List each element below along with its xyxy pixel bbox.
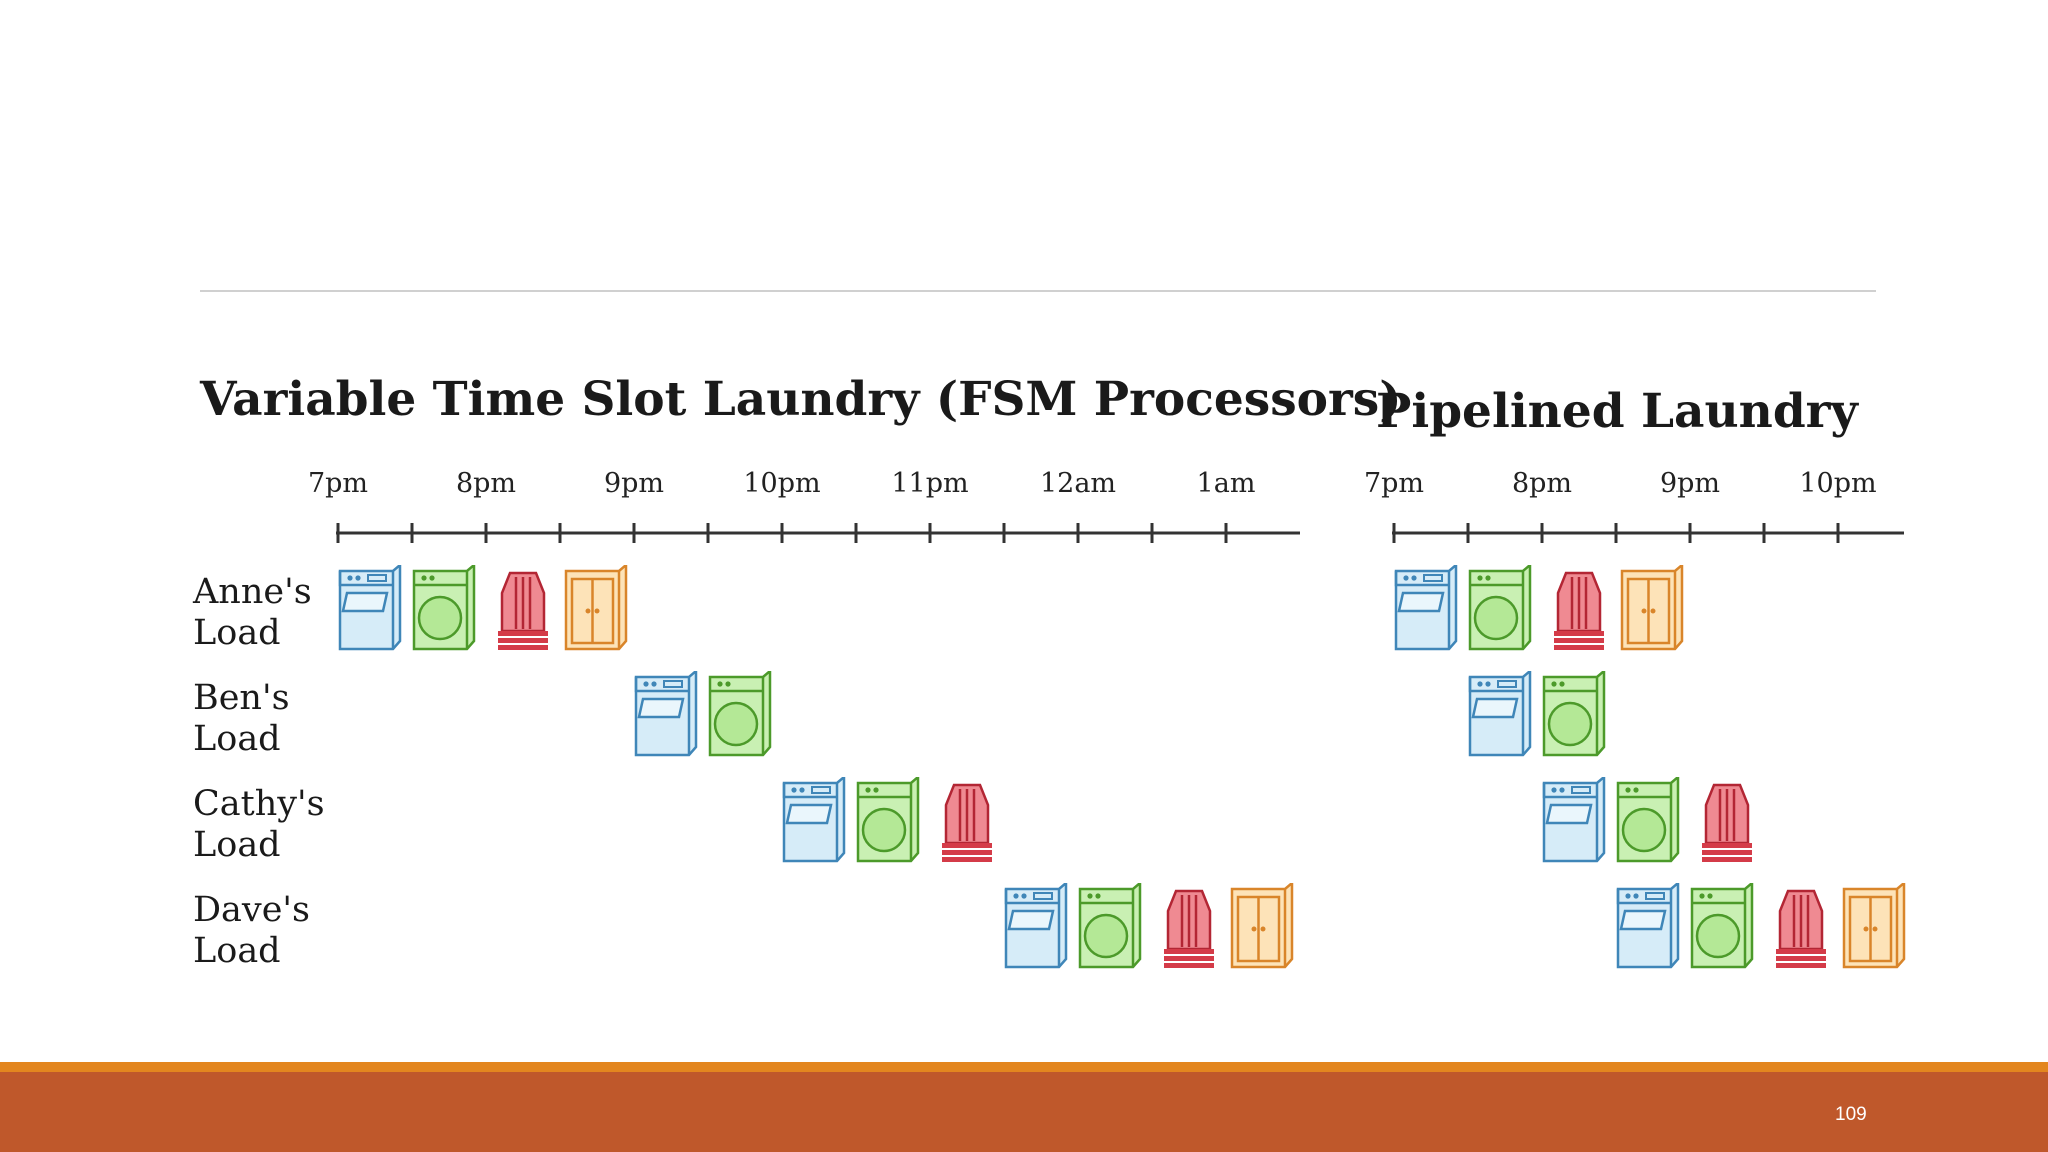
- row-label-load: Load: [193, 719, 281, 759]
- right-axis-ticks: [1392, 523, 1840, 543]
- left-time-label: 10pm: [743, 468, 821, 499]
- row-label-name: Dave's: [193, 890, 310, 930]
- row-label-load: Load: [193, 931, 281, 971]
- right-time-label: 9pm: [1659, 468, 1721, 499]
- left-time-label: 11pm: [891, 468, 969, 499]
- slide-footer-bar: [0, 1062, 2048, 1152]
- closet-icon: [564, 565, 628, 651]
- left-time-label: 9pm: [603, 468, 665, 499]
- folder-icon: [1552, 571, 1606, 651]
- dryer-icon: [412, 565, 476, 651]
- variable-laundry-title: Variable Time Slot Laundry (FSM Processo…: [200, 372, 1402, 427]
- washer-icon: [338, 565, 402, 651]
- folder-icon: [940, 783, 994, 863]
- right-time-label: 8pm: [1511, 468, 1573, 499]
- row-label-ben: Ben's Load: [193, 678, 343, 760]
- closet-icon: [1842, 883, 1906, 969]
- right-time-label: 7pm: [1363, 468, 1425, 499]
- dryer-icon: [1078, 883, 1142, 969]
- left-time-label: 8pm: [455, 468, 517, 499]
- dryer-icon: [1690, 883, 1754, 969]
- washer-icon: [1468, 671, 1532, 757]
- washer-icon: [634, 671, 698, 757]
- washer-icon: [1542, 777, 1606, 863]
- dryer-icon: [856, 777, 920, 863]
- washer-icon: [1004, 883, 1068, 969]
- washer-icon: [782, 777, 846, 863]
- header-divider: [200, 290, 1876, 292]
- folder-icon: [1774, 889, 1828, 969]
- dryer-icon: [1468, 565, 1532, 651]
- closet-icon: [1620, 565, 1684, 651]
- row-label-name: Cathy's: [193, 784, 325, 824]
- folder-icon: [1162, 889, 1216, 969]
- closet-icon: [1230, 883, 1294, 969]
- left-time-label: 7pm: [307, 468, 369, 499]
- right-time-label: 10pm: [1799, 468, 1877, 499]
- folder-icon: [1700, 783, 1754, 863]
- row-label-cathy: Cathy's Load: [193, 784, 343, 866]
- row-label-anne: Anne's Load: [193, 572, 343, 654]
- row-label-name: Anne's: [193, 572, 312, 612]
- row-label-dave: Dave's Load: [193, 890, 343, 972]
- dryer-icon: [1616, 777, 1680, 863]
- dryer-icon: [1542, 671, 1606, 757]
- row-label-load: Load: [193, 613, 281, 653]
- washer-icon: [1616, 883, 1680, 969]
- left-time-label: 1am: [1196, 468, 1256, 499]
- page-number: 109: [1835, 1104, 1867, 1125]
- left-axis-ticks: [336, 523, 1228, 543]
- dryer-icon: [708, 671, 772, 757]
- left-time-label: 12am: [1039, 468, 1117, 499]
- folder-icon: [496, 571, 550, 651]
- row-label-load: Load: [193, 825, 281, 865]
- washer-icon: [1394, 565, 1458, 651]
- row-label-name: Ben's: [193, 678, 290, 718]
- pipelined-laundry-title: Pipelined Laundry: [1376, 384, 1858, 439]
